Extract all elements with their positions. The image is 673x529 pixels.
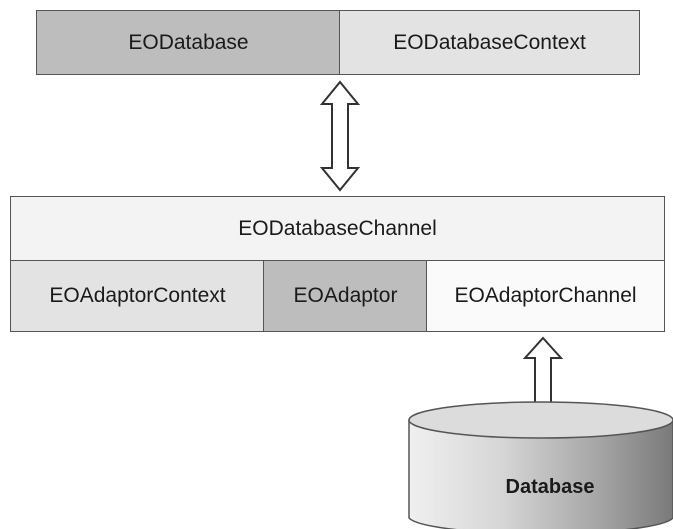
eodatabase-box: EODatabase <box>36 10 341 75</box>
eodatabasechannel-label: EODatabaseChannel <box>238 217 437 240</box>
eodatabasecontext-box: EODatabaseContext <box>339 10 640 75</box>
eoadaptor-box: EOAdaptor <box>263 260 428 332</box>
eoadaptor-label: EOAdaptor <box>293 284 398 307</box>
database-label: Database <box>505 476 595 498</box>
eodatabase-label: EODatabase <box>128 30 249 54</box>
double-arrow-upper <box>319 80 361 192</box>
database-cylinder-icon <box>408 401 673 529</box>
eodatabasechannel-box: EODatabaseChannel <box>10 196 665 262</box>
eodatabasecontext-label: EODatabaseContext <box>393 30 586 54</box>
eoadaptorchannel-box: EOAdaptorChannel <box>426 260 665 332</box>
eoadaptorcontext-box: EOAdaptorContext <box>10 260 265 332</box>
eoadaptorchannel-label: EOAdaptorChannel <box>454 284 637 307</box>
eoadaptorcontext-label: EOAdaptorContext <box>49 284 226 307</box>
